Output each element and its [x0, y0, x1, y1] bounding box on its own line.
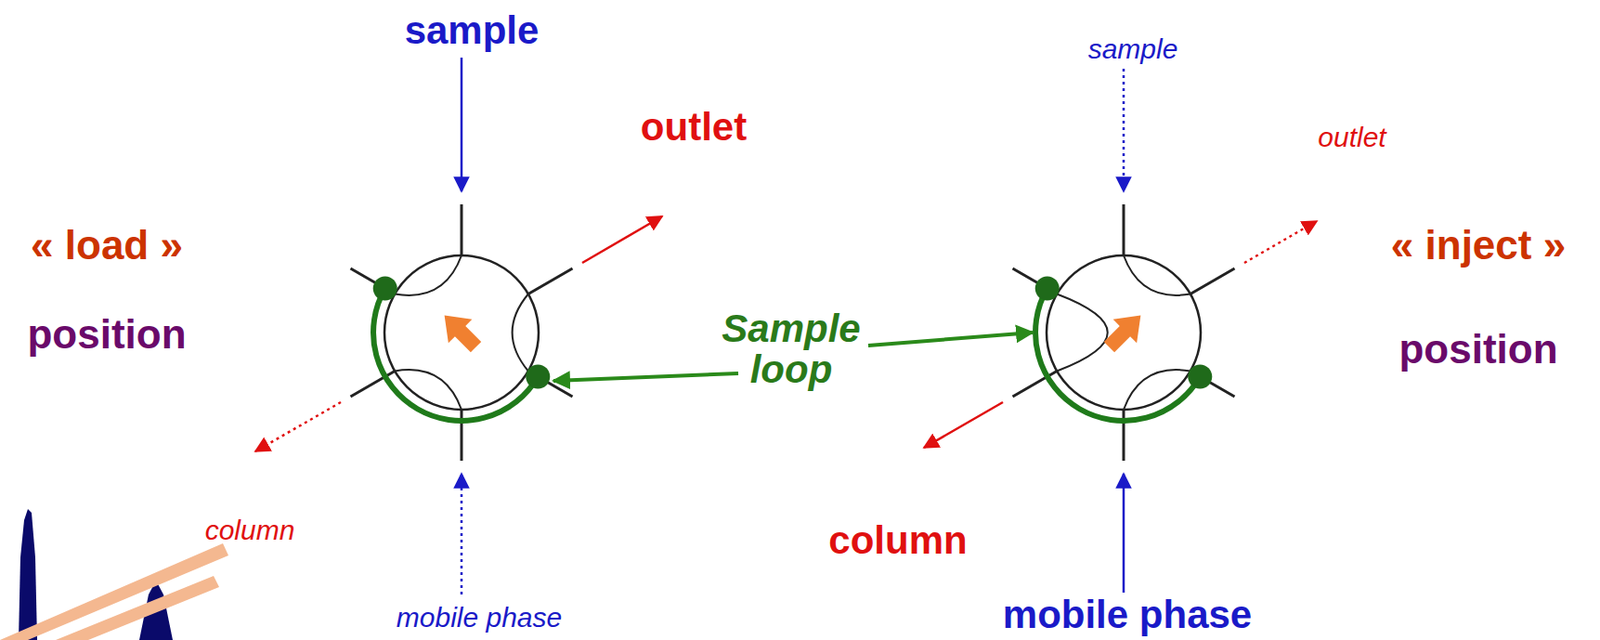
- port-label: column: [205, 515, 296, 546]
- position-name: « inject »: [1391, 223, 1566, 267]
- valve-port: [460, 204, 464, 256]
- valve-port: [1122, 204, 1126, 256]
- port-label: mobile phase: [396, 602, 562, 633]
- valve-port: [528, 268, 573, 295]
- sample-loop: [373, 288, 538, 421]
- valve-channel: [394, 255, 462, 296]
- sample-loop: [1035, 288, 1200, 421]
- port-label: sample: [404, 10, 540, 52]
- valve-body: [1046, 255, 1201, 410]
- position-name: « load »: [30, 223, 183, 267]
- port-label: outlet: [1317, 122, 1386, 153]
- valve-channel: [1123, 255, 1191, 296]
- port-label: outlet: [640, 106, 747, 148]
- loop-label: Sample loop: [698, 308, 885, 391]
- port-label: sample: [1088, 34, 1179, 65]
- valve-port: [460, 409, 464, 461]
- position-label: position: [26, 312, 186, 356]
- loop-fitting: [373, 276, 398, 301]
- loop-fitting: [525, 364, 550, 390]
- chromatogram: [0, 508, 229, 640]
- valve-channel: [1056, 294, 1108, 372]
- loop-fitting: [1187, 364, 1212, 390]
- valve-body: [384, 255, 539, 410]
- port-label: mobile phase: [1002, 594, 1252, 636]
- valve-port: [1190, 268, 1236, 295]
- six-port-valve: [1012, 204, 1235, 461]
- rotation-arrow: [1097, 303, 1153, 359]
- position-label: position: [1398, 327, 1558, 371]
- valve-port: [1122, 409, 1126, 461]
- port-label: column: [828, 520, 967, 561]
- valve-channel: [512, 294, 529, 372]
- flow-arrows: [255, 57, 1317, 595]
- loop-fitting: [1035, 276, 1060, 301]
- six-port-valve: [350, 204, 573, 461]
- rotation-arrow: [432, 303, 488, 359]
